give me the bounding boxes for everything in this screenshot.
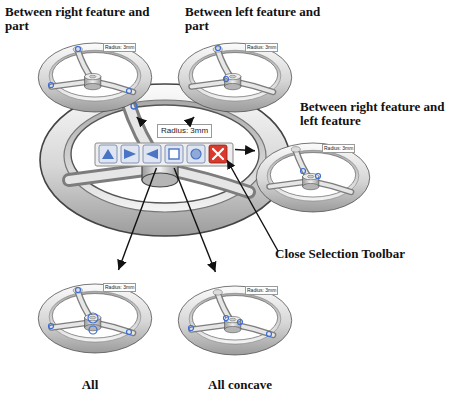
toolbar-button: [99, 145, 117, 163]
thumbnail-view: All concave Radius: 3mm: [175, 272, 305, 396]
selected-edge: [189, 326, 194, 331]
toolbar-icon: [191, 149, 201, 159]
steering-wheel-thumbnail: [178, 43, 291, 112]
selected-edge: [76, 288, 81, 293]
steering-wheel-thumbnail: [256, 143, 369, 212]
dimension-callout: Radius: 3mm: [103, 283, 136, 292]
selection-toolbar-callout: Radius: 3mm: [95, 122, 235, 168]
toolbar-icon: [124, 149, 136, 159]
selected-edge: [267, 332, 272, 337]
selection-toolbar: [95, 143, 233, 166]
thumbnail-view: Between right feature and partRadius: 3m…: [5, 5, 155, 117]
selected-edge: [127, 89, 132, 94]
toolbar-icon: [169, 149, 179, 159]
view-arrow: [118, 168, 156, 270]
view-arrow: [137, 117, 142, 122]
selected-edge: [49, 324, 54, 329]
dimension-callout: Radius: 3mm: [103, 43, 136, 52]
steering-wheel-thumbnail: [178, 286, 291, 355]
close-icon: [213, 149, 223, 159]
selected-edge: [224, 316, 229, 321]
selected-edge: [224, 77, 229, 82]
annotation-label: Close Selection Toolbar: [275, 247, 405, 261]
thumbnail-view: All Radius: 3mm: [35, 270, 155, 396]
toolbar-button: [143, 145, 161, 163]
selected-edge: [89, 326, 97, 334]
selected-edge: [301, 169, 306, 174]
view-arrow: [189, 117, 194, 122]
selected-edge: [127, 330, 132, 335]
view-heading: Between right feature and left feature: [300, 100, 460, 128]
toolbar-button: [165, 145, 183, 163]
view-heading: Between left feature and part: [185, 5, 325, 33]
dimension-callout: Radius: 3mm: [157, 124, 212, 138]
view-arrow: [235, 149, 255, 150]
steering-wheel-thumbnail: [38, 43, 151, 112]
selected-edge: [316, 174, 321, 179]
dimension-callout: Radius: 3mm: [322, 144, 355, 153]
selected-edge: [88, 313, 98, 323]
selected-edge: [238, 320, 243, 325]
selected-edge: [76, 47, 81, 52]
thumbnail-view: Between right feature and left featureRa…: [255, 100, 470, 215]
toolbar-icon: [146, 149, 158, 159]
selected-edge: [216, 46, 221, 51]
view-heading: All concave: [175, 378, 305, 392]
toolbar-button: [121, 145, 139, 163]
close-button: [209, 145, 227, 163]
steering-wheel-thumbnail: [38, 284, 151, 353]
leader-line: [227, 160, 278, 251]
toolbar-button: [187, 145, 205, 163]
view-heading: Between right feature and part: [5, 5, 155, 33]
dimension-callout: Radius: 3mm: [245, 43, 278, 52]
toolbar-icon: [102, 149, 114, 159]
selected-edge: [49, 83, 54, 88]
view-heading: All: [35, 378, 145, 392]
view-arrow: [174, 168, 215, 272]
dimension-callout: Radius: 3mm: [245, 286, 278, 295]
